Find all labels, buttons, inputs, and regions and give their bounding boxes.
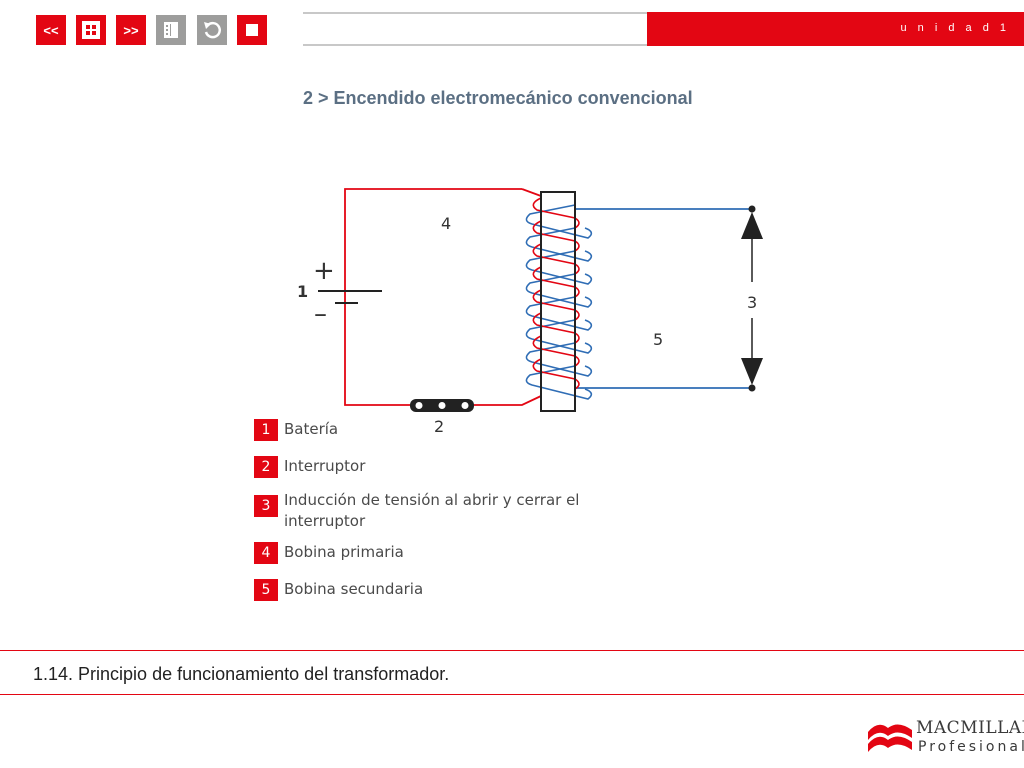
stop-icon [246,24,258,36]
legend-number: 4 [254,542,278,564]
header-line-bottom [303,44,647,46]
legend-item-4: 4 Bobina primaria [254,542,604,564]
battery-plus-sign: + [313,256,335,286]
logo-mark [868,724,912,752]
return-button[interactable] [197,15,227,45]
label-1: 1 [297,282,308,301]
label-2: 2 [434,417,444,436]
legend-item-2: 2 Interruptor [254,456,604,478]
legend-text: Inducción de tensión al abrir y cerrar e… [284,491,580,530]
next-button[interactable]: >> [116,15,146,45]
secondary-coil-loop [525,365,593,400]
secondary-coil [525,204,593,400]
secondary-coil-loop [525,342,593,377]
secondary-coil-loop [525,296,593,331]
home-icon [82,21,100,39]
previous-label: << [43,22,59,38]
primary-coil-loop [532,335,580,367]
label-4: 4 [441,214,451,233]
legend-number: 2 [254,456,278,478]
legend-text: Batería [284,420,339,438]
label-5: 5 [653,330,663,349]
legend-text: Bobina primaria [284,543,404,561]
secondary-circuit [575,208,752,389]
index-button[interactable] [156,15,186,45]
switch-symbol [410,399,474,412]
secondary-coil-loop [525,319,593,354]
voltage-arrows [741,205,763,392]
logo-line2: Profesional [918,739,1024,755]
figure-caption: 1.14. Principio de funcionamiento del tr… [33,664,450,684]
battery-symbol [318,290,382,304]
header-line-top [303,12,647,14]
primary-coil-loop [532,197,580,229]
unit-label: u n i d a d 1 [900,22,1010,34]
macmillan-logo: MACMILLAN Profesional [866,716,1024,760]
logo-line1: MACMILLAN [916,718,1024,738]
primary-coil-loop [532,312,580,344]
return-icon [204,21,221,39]
transformer-core [540,191,576,412]
next-label: >> [123,22,139,38]
caption-line-top [0,650,1024,651]
legend-item-5: 5 Bobina secundaria [254,579,604,601]
legend-text: Bobina secundaria [284,580,424,598]
primary-coil-loop [532,358,580,390]
legend-item-1: 1 Batería [254,419,604,441]
legend-number: 3 [254,495,278,517]
label-3: 3 [747,293,757,312]
primary-coil [532,197,580,390]
primary-coil-loop [532,243,580,275]
legend-number: 5 [254,579,278,601]
unit-band [647,12,1024,46]
primary-circuit [344,188,542,406]
legend-item-3: 3 Inducción de tensión al abrir y cerrar… [254,490,604,532]
primary-coil-loop [532,220,580,252]
secondary-coil-loop [525,273,593,308]
secondary-coil-loop [525,227,593,262]
caption-line-bottom [0,694,1024,695]
secondary-coil-loop [525,204,593,239]
page-title: 2 > Encendido electromecánico convencion… [303,88,693,108]
battery-minus-sign: – [314,299,327,329]
primary-coil-loop [532,266,580,298]
index-icon [164,22,178,38]
previous-button[interactable]: << [36,15,66,45]
legend-number: 1 [254,419,278,441]
secondary-coil-loop [525,250,593,285]
legend-text: Interruptor [284,457,366,475]
primary-coil-loop [532,289,580,321]
stop-button[interactable] [237,15,267,45]
home-button[interactable] [76,15,106,45]
